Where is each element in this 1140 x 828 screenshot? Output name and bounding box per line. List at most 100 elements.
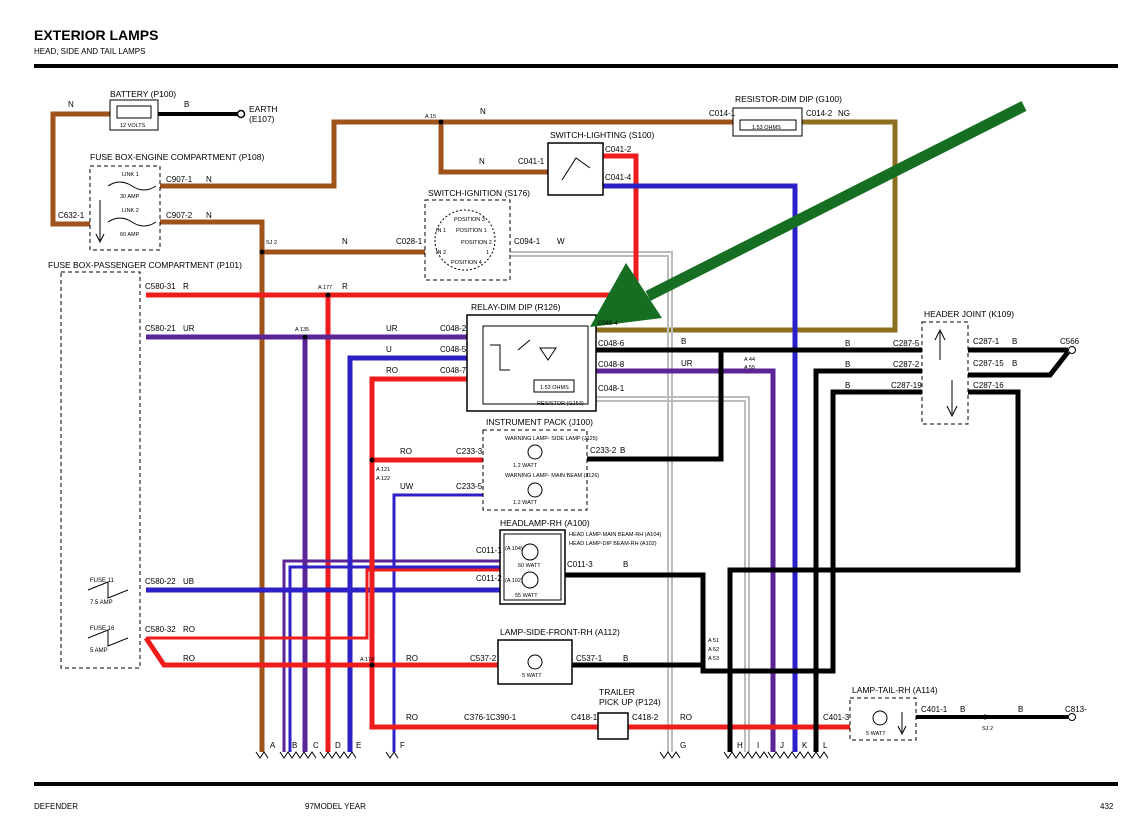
code-b9: B [623, 560, 628, 569]
relay-inner [482, 325, 589, 405]
conn-c537-1: C537-1 [576, 654, 603, 663]
link1-fuse-icon [107, 181, 157, 191]
splice-label-a174: A 174 [360, 657, 374, 663]
code-ur1: UR [183, 324, 195, 333]
code-b8: B [620, 446, 625, 455]
splice-a135 [302, 334, 308, 340]
code-ro3: RO [183, 625, 195, 634]
bus-tick-c [319, 751, 357, 759]
symbols [87, 157, 1076, 736]
fuse-down-arrow-icon [95, 200, 105, 244]
battery-cell [116, 105, 152, 119]
header-joint-box [921, 321, 969, 425]
conn-c014-1: C014-1 [709, 109, 736, 118]
bus-letters: A B C D E F G H I J K L [270, 741, 828, 750]
page-subtitle: HEAD, SIDE AND TAIL LAMPS [34, 47, 145, 56]
bus-tick-h [723, 751, 769, 759]
header-rule [34, 64, 1118, 68]
label-watt-12b: 1.2 WATT [513, 500, 538, 506]
code-b7: B [1012, 359, 1017, 368]
conn-c011-3: C011-3 [567, 560, 593, 569]
wire-blue-headlamp [288, 565, 500, 752]
splice-a121 [369, 457, 375, 463]
label-instrument-pack: INSTRUMENT PACK (J100) [486, 417, 593, 427]
code-b6: B [1012, 337, 1017, 346]
wire-black-c233-2 [587, 350, 724, 462]
code-ur3: UR [681, 359, 693, 368]
label-ign-in1: IN 1 [436, 228, 446, 234]
label-header-joint: HEADER JOINT (K109) [924, 309, 1014, 319]
headlamp-rh-inner [503, 533, 562, 601]
fuse16-icon [87, 629, 129, 647]
conn-c813: C813- [1065, 705, 1087, 714]
annotation-arrow [590, 101, 1027, 327]
code-n4: N [206, 211, 212, 220]
code-b12: B [1018, 705, 1023, 714]
code-b3: B [845, 339, 850, 348]
splice-label-a15: A 15 [425, 114, 436, 120]
label-headlamp-main: HEAD LAMP-MAIN BEAM-RH (A104) [569, 532, 661, 538]
bus-letter-k: K [802, 741, 808, 750]
resistor-dim-dip-element [739, 119, 797, 131]
wire-blue-u [347, 355, 467, 752]
annotation-arrow-shaft [645, 101, 1027, 301]
bus-letter-a: A [270, 741, 276, 750]
splice-a177 [325, 292, 331, 298]
wire-red-ro-relay [369, 376, 598, 730]
label-ign-pos-4: POSITION 4 [451, 260, 482, 266]
trailer-pickup-box [597, 712, 629, 740]
wire-purple-c048-8 [596, 368, 776, 752]
wire-red-ro-fuse16b [146, 568, 500, 640]
conn-c580-32: C580-32 [145, 625, 176, 634]
wire-brown-battery [50, 111, 110, 227]
label-switch-lighting: SWITCH-LIGHTING (S100) [550, 130, 655, 140]
conn-c401-1: C401-1 [921, 705, 948, 714]
bus-letter-g: G [680, 741, 686, 750]
wire-black-c287-15 [968, 350, 1070, 378]
header-joint-down-arrow-icon [946, 380, 958, 418]
splice-label-a52: A 52 [708, 647, 719, 653]
label-resistor-g153: RESISTOR (G153) [537, 401, 584, 407]
footer-center: 97MODEL YEAR [305, 802, 366, 811]
bus-ticks [255, 751, 829, 759]
label-watt-60: 60 WATT [518, 563, 541, 569]
splice-label-a44: A 44 [744, 357, 755, 363]
page-title: EXTERIOR LAMPS [34, 27, 158, 43]
code-r2: R [342, 282, 348, 291]
conn-c048-4: C048-4 [598, 321, 618, 327]
label-switch-ignition: SWITCH-IGNITION (S176) [428, 188, 530, 198]
bus-letter-j: J [780, 741, 784, 750]
code-ub1: UB [183, 577, 194, 586]
label-fuse11-amp: 7.5 AMP [90, 600, 113, 606]
bus-letter-c: C [313, 741, 319, 750]
relay-dim-dip-box [466, 314, 597, 412]
wire-black-c287-16 [727, 389, 1021, 752]
lamp-tail-box [849, 697, 917, 741]
code-r1: R [183, 282, 189, 291]
wire-code-labels: N B N N N NG N N W R R UR UR U RO B B UR… [68, 100, 1023, 722]
wire-olive-ng [596, 119, 898, 333]
bus-tick-j [767, 751, 829, 759]
wire-white-ign [510, 251, 673, 752]
bus-tick-a [255, 751, 269, 759]
splice-label-a55: A 55 [744, 365, 755, 371]
c813-terminal-icon [1068, 713, 1076, 721]
code-n5: N [479, 157, 485, 166]
conn-c094-1: C094-1 [514, 237, 541, 246]
conn-c011-2: C011-2 [476, 574, 502, 583]
code-ro1: RO [386, 366, 398, 375]
label-warn-side: WARNING LAMP- SIDE LAMP (J125) [505, 436, 598, 442]
label-battery-volts: 12 VOLTS [120, 123, 146, 129]
bus-letter-f: F [400, 741, 405, 750]
wire-brown-c907-1 [160, 119, 733, 189]
footer-rule [34, 782, 1118, 786]
label-fuse-engine: FUSE BOX-ENGINE COMPARTMENT (P108) [90, 152, 264, 162]
code-b1: B [184, 100, 189, 109]
conn-c580-21: C580-21 [145, 324, 176, 333]
code-ro4: RO [183, 654, 195, 663]
label-battery: BATTERY (P100) [110, 89, 176, 99]
wire-white-c048-1b [596, 400, 746, 752]
switch-lighting-box [547, 142, 604, 196]
code-b11: B [960, 705, 965, 714]
